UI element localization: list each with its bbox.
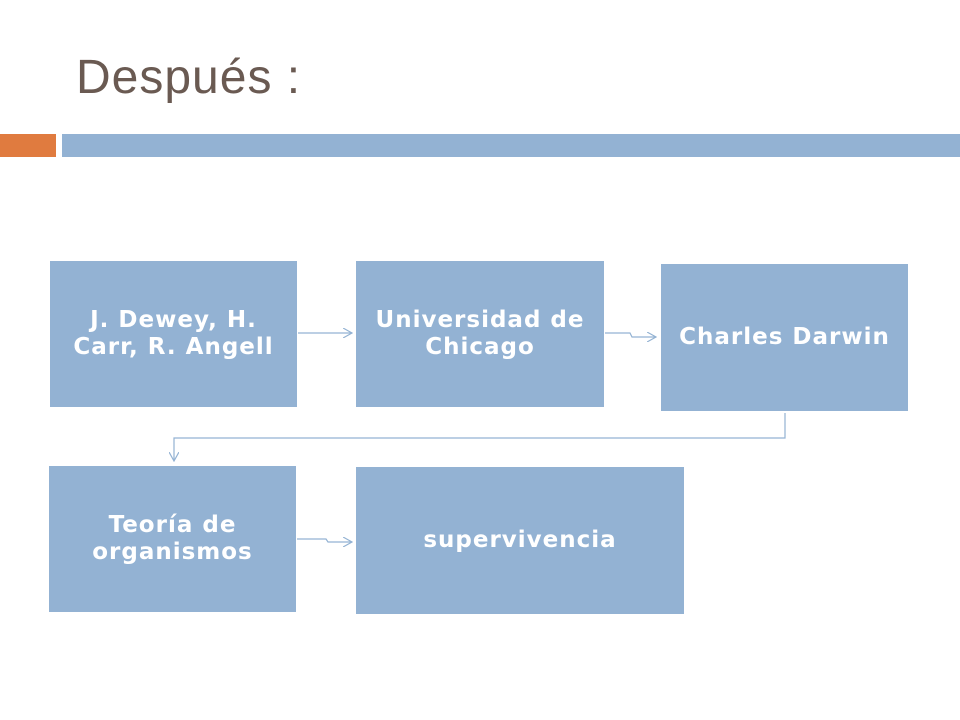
- accent-bar-orange: [0, 134, 56, 157]
- node-dewey-carr-angell: J. Dewey, H. Carr, R. Angell: [50, 261, 297, 407]
- node-teoria-organismos: Teoría de organismos: [49, 466, 296, 612]
- connector-darwin-to-organismos: [174, 413, 786, 461]
- connector-organismos-to-supervivencia: [297, 539, 352, 542]
- node-charles-darwin: Charles Darwin: [661, 264, 908, 411]
- node-supervivencia: supervivencia: [356, 467, 684, 614]
- connector-chicago-to-darwin: [605, 333, 656, 337]
- node-universidad-chicago: Universidad de Chicago: [356, 261, 604, 407]
- slide-title: Después :: [76, 51, 302, 104]
- accent-bar-blue: [62, 134, 960, 157]
